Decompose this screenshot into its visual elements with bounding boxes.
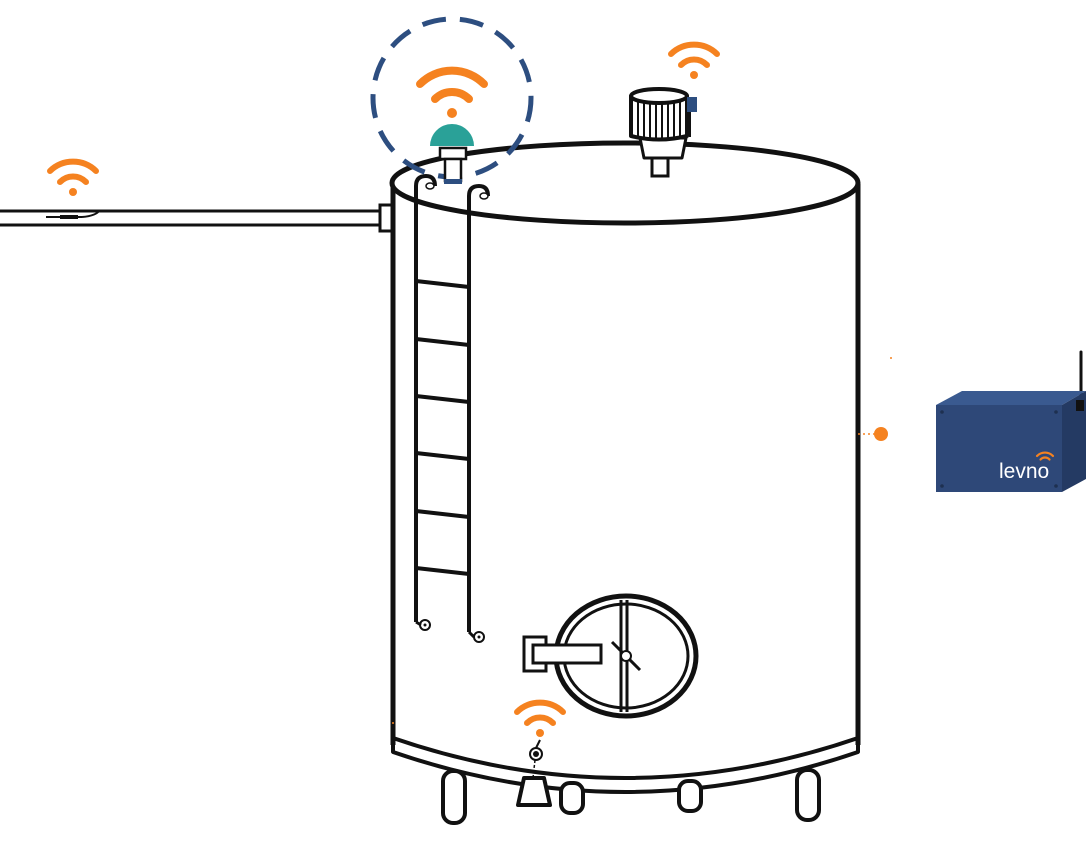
inlet-pipe (0, 203, 394, 233)
tank-legs (441, 768, 821, 825)
level-sensor (370, 16, 534, 184)
wifi-icon (47, 158, 99, 196)
gateway-brand-label: levno (999, 460, 1049, 483)
pipe-temperature-probe (46, 209, 101, 219)
agitator-motor (629, 87, 697, 178)
tank-body (389, 140, 861, 794)
wifi-icon (668, 41, 720, 79)
wifi-icon (514, 699, 566, 737)
wifi-icon (416, 66, 488, 118)
gateway-box-icon: levno (936, 350, 1086, 492)
outlet-sensor-icon (529, 739, 543, 761)
brand-wifi-icon (1035, 451, 1055, 461)
ladder (414, 173, 490, 643)
sensor-dome-icon (430, 124, 474, 146)
manway-door (522, 593, 699, 719)
outlet-valve (516, 759, 552, 807)
gateway-connection (392, 357, 892, 724)
